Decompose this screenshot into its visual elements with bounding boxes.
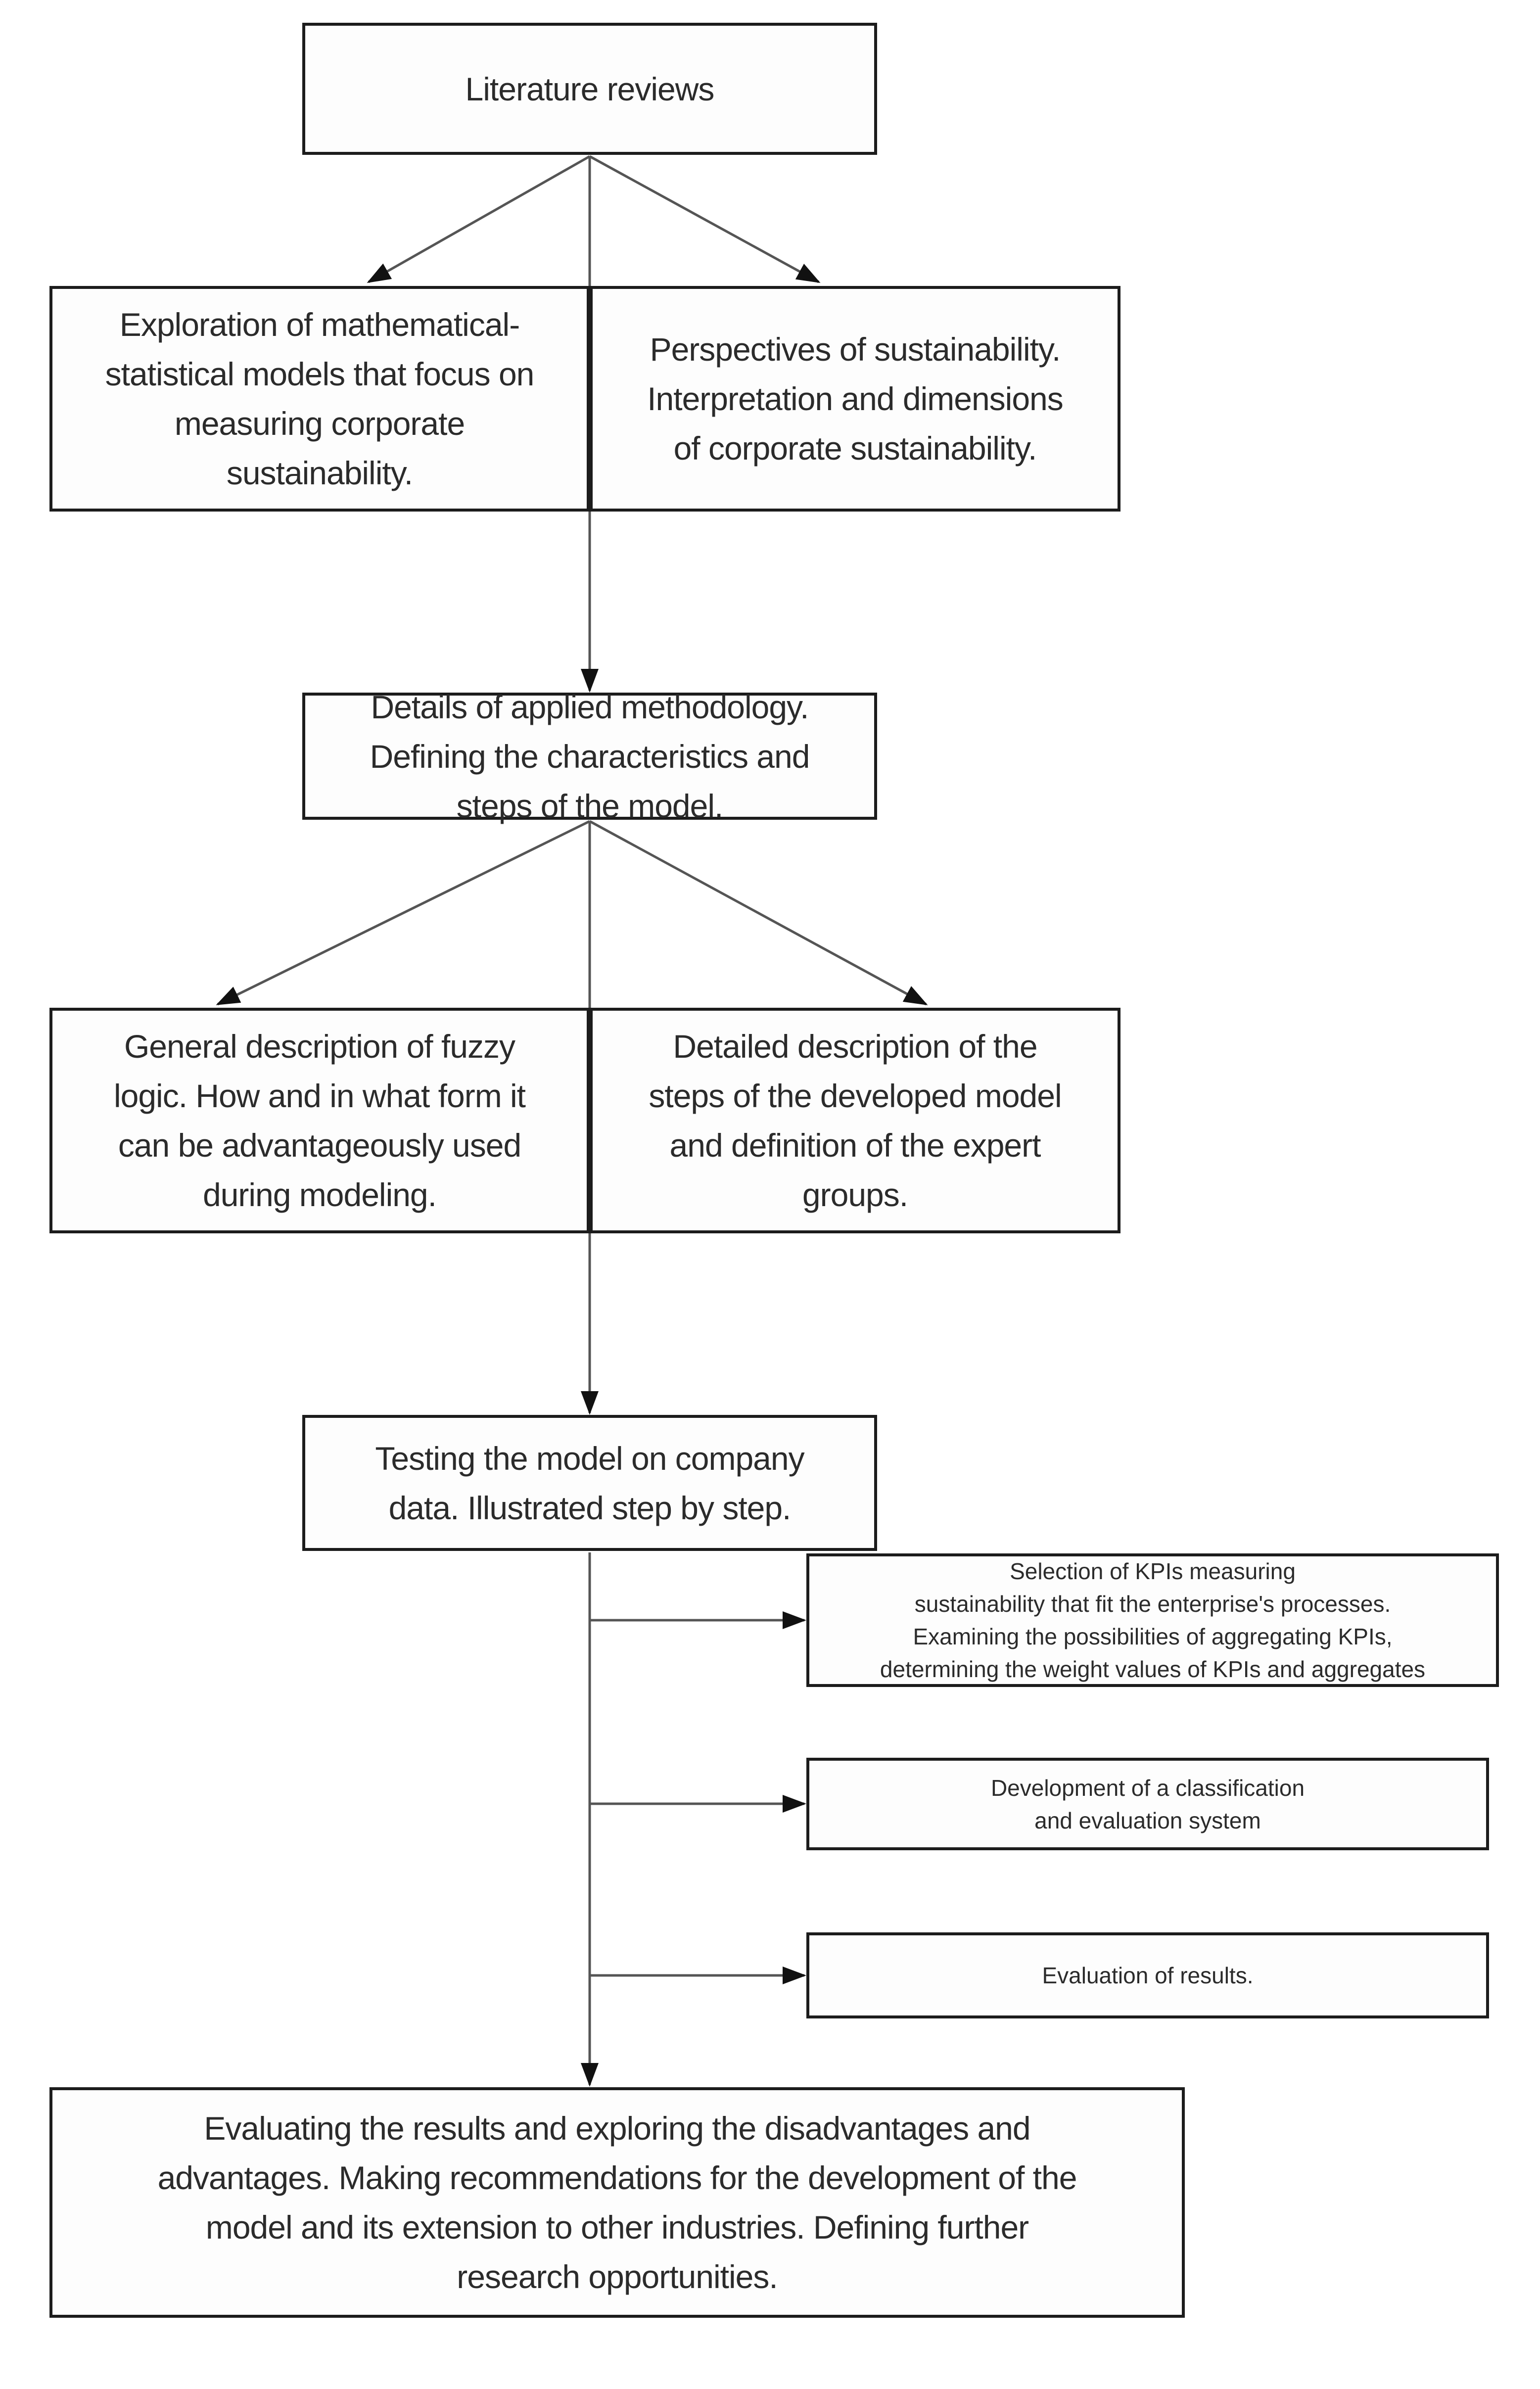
node-kpi-selection-label: Selection of KPIs measuring sustainabili…: [880, 1558, 1426, 1682]
node-fuzzy-logic-label: General description of fuzzy logic. How …: [113, 1028, 526, 1213]
node-classification-system: Development of a classification and eval…: [806, 1758, 1489, 1850]
arrow-literature-to-exploration: [367, 155, 591, 283]
node-model-steps-label: Detailed description of the steps of the…: [649, 1028, 1062, 1213]
node-testing-model: Testing the model on company data. Illus…: [302, 1415, 877, 1551]
node-literature-reviews-label: Literature reviews: [465, 70, 715, 107]
arrow-methodology-to-steps: [589, 820, 928, 1006]
node-exploration-models: Exploration of mathematical- statistical…: [49, 286, 590, 512]
node-kpi-selection: Selection of KPIs measuring sustainabili…: [806, 1553, 1499, 1687]
arrow-literature-to-perspectives: [589, 155, 821, 283]
node-applied-methodology-label: Details of applied methodology. Defining…: [370, 688, 810, 824]
node-exploration-models-label: Exploration of mathematical- statistical…: [105, 306, 535, 491]
node-conclusions-label: Evaluating the results and exploring the…: [157, 2110, 1077, 2295]
node-literature-reviews: Literature reviews: [302, 23, 877, 155]
node-evaluation-results-label: Evaluation of results.: [1042, 1963, 1254, 1988]
arrow-methodology-to-fuzzy: [216, 820, 591, 1006]
node-evaluation-results: Evaluation of results.: [806, 1932, 1489, 2018]
node-fuzzy-logic: General description of fuzzy logic. How …: [49, 1008, 590, 1233]
node-classification-system-label: Development of a classification and eval…: [990, 1775, 1305, 1833]
node-perspectives-sustainability: Perspectives of sustainability. Interpre…: [590, 286, 1120, 512]
node-applied-methodology: Details of applied methodology. Defining…: [302, 689, 877, 824]
node-testing-model-label: Testing the model on company data. Illus…: [375, 1440, 804, 1526]
node-conclusions: Evaluating the results and exploring the…: [49, 2087, 1185, 2318]
node-perspectives-sustainability-label: Perspectives of sustainability. Interpre…: [647, 331, 1064, 467]
node-model-steps: Detailed description of the steps of the…: [590, 1008, 1120, 1233]
